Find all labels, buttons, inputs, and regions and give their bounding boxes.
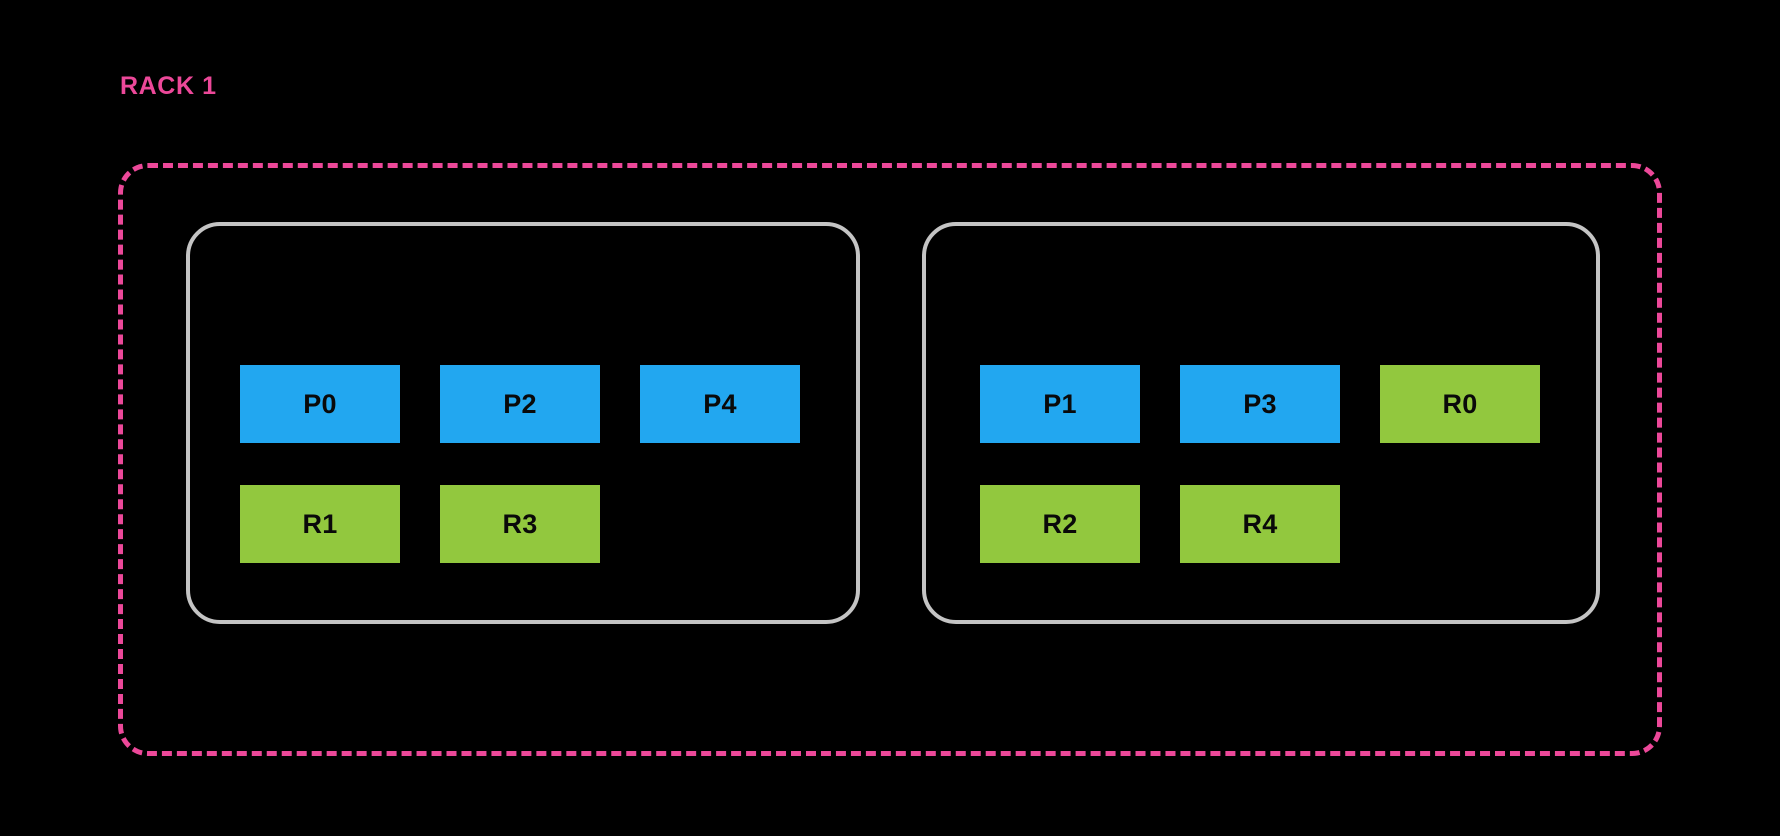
rack-boundary [118,163,1662,756]
unit-box-r1: R1 [240,485,400,563]
unit-box-r0: R0 [1380,365,1540,443]
unit-box-r4: R4 [1180,485,1340,563]
unit-box-p1: P1 [980,365,1140,443]
unit-box-p0: P0 [240,365,400,443]
unit-box-r2: R2 [980,485,1140,563]
node-panel-left [186,222,860,624]
rack-label: RACK 1 [120,72,217,100]
unit-box-p2: P2 [440,365,600,443]
unit-box-p3: P3 [1180,365,1340,443]
unit-box-p4: P4 [640,365,800,443]
unit-box-r3: R3 [440,485,600,563]
node-panel-right [922,222,1600,624]
